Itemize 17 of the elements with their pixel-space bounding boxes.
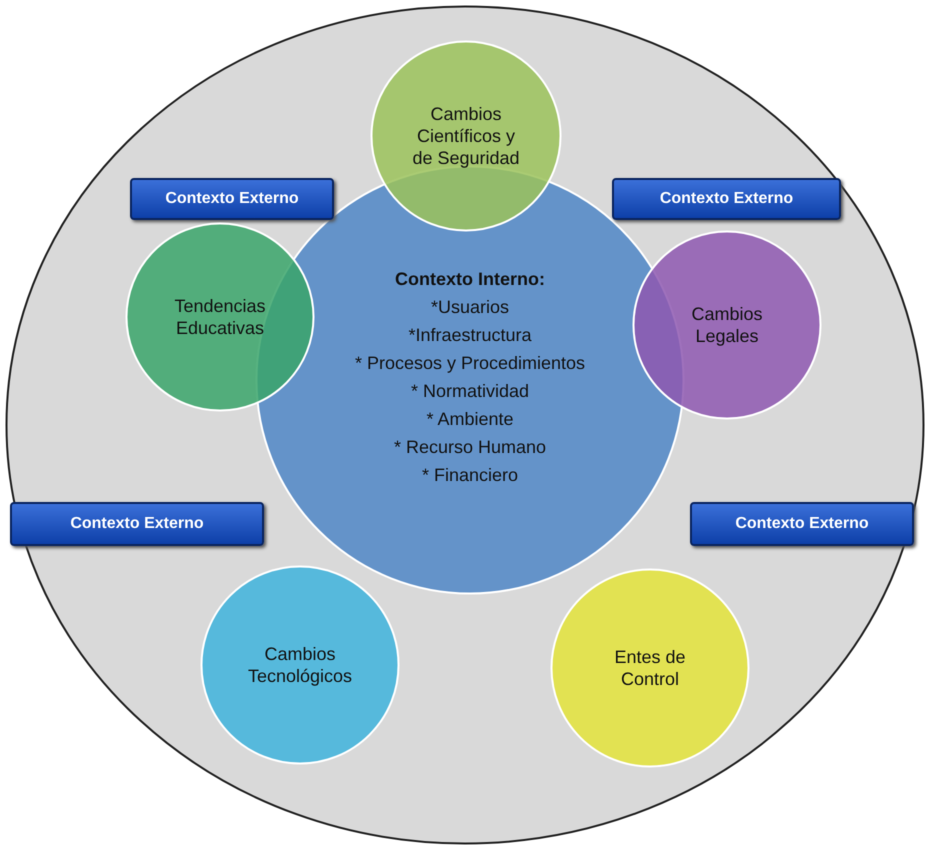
circle-label: Cambios Legales bbox=[690, 303, 764, 347]
circle-label: Cambios Científicos y de Seguridad bbox=[411, 103, 521, 169]
list-item: * Financiero bbox=[422, 464, 518, 486]
circle-label: Entes de Control bbox=[613, 646, 687, 690]
heading: Contexto Interno: bbox=[395, 268, 545, 290]
list-item: *Infraestructura bbox=[408, 324, 532, 346]
list-item: * Recurso Humano bbox=[394, 436, 546, 458]
context-tag: Contexto Externo bbox=[130, 178, 334, 220]
circle-label: Cambios Tecnológicos bbox=[246, 643, 354, 687]
context-tag: Contexto Externo bbox=[612, 178, 841, 220]
list-item: * Normatividad bbox=[410, 380, 530, 402]
circle-label: Tendencias Educativas bbox=[173, 295, 267, 339]
list-item: *Usuarios bbox=[430, 296, 510, 318]
context-tag: Contexto Externo bbox=[10, 502, 264, 546]
list-item: * Procesos y Procedimientos bbox=[354, 352, 586, 374]
list-item: * Ambiente bbox=[426, 408, 514, 430]
context-tag: Contexto Externo bbox=[690, 502, 914, 546]
